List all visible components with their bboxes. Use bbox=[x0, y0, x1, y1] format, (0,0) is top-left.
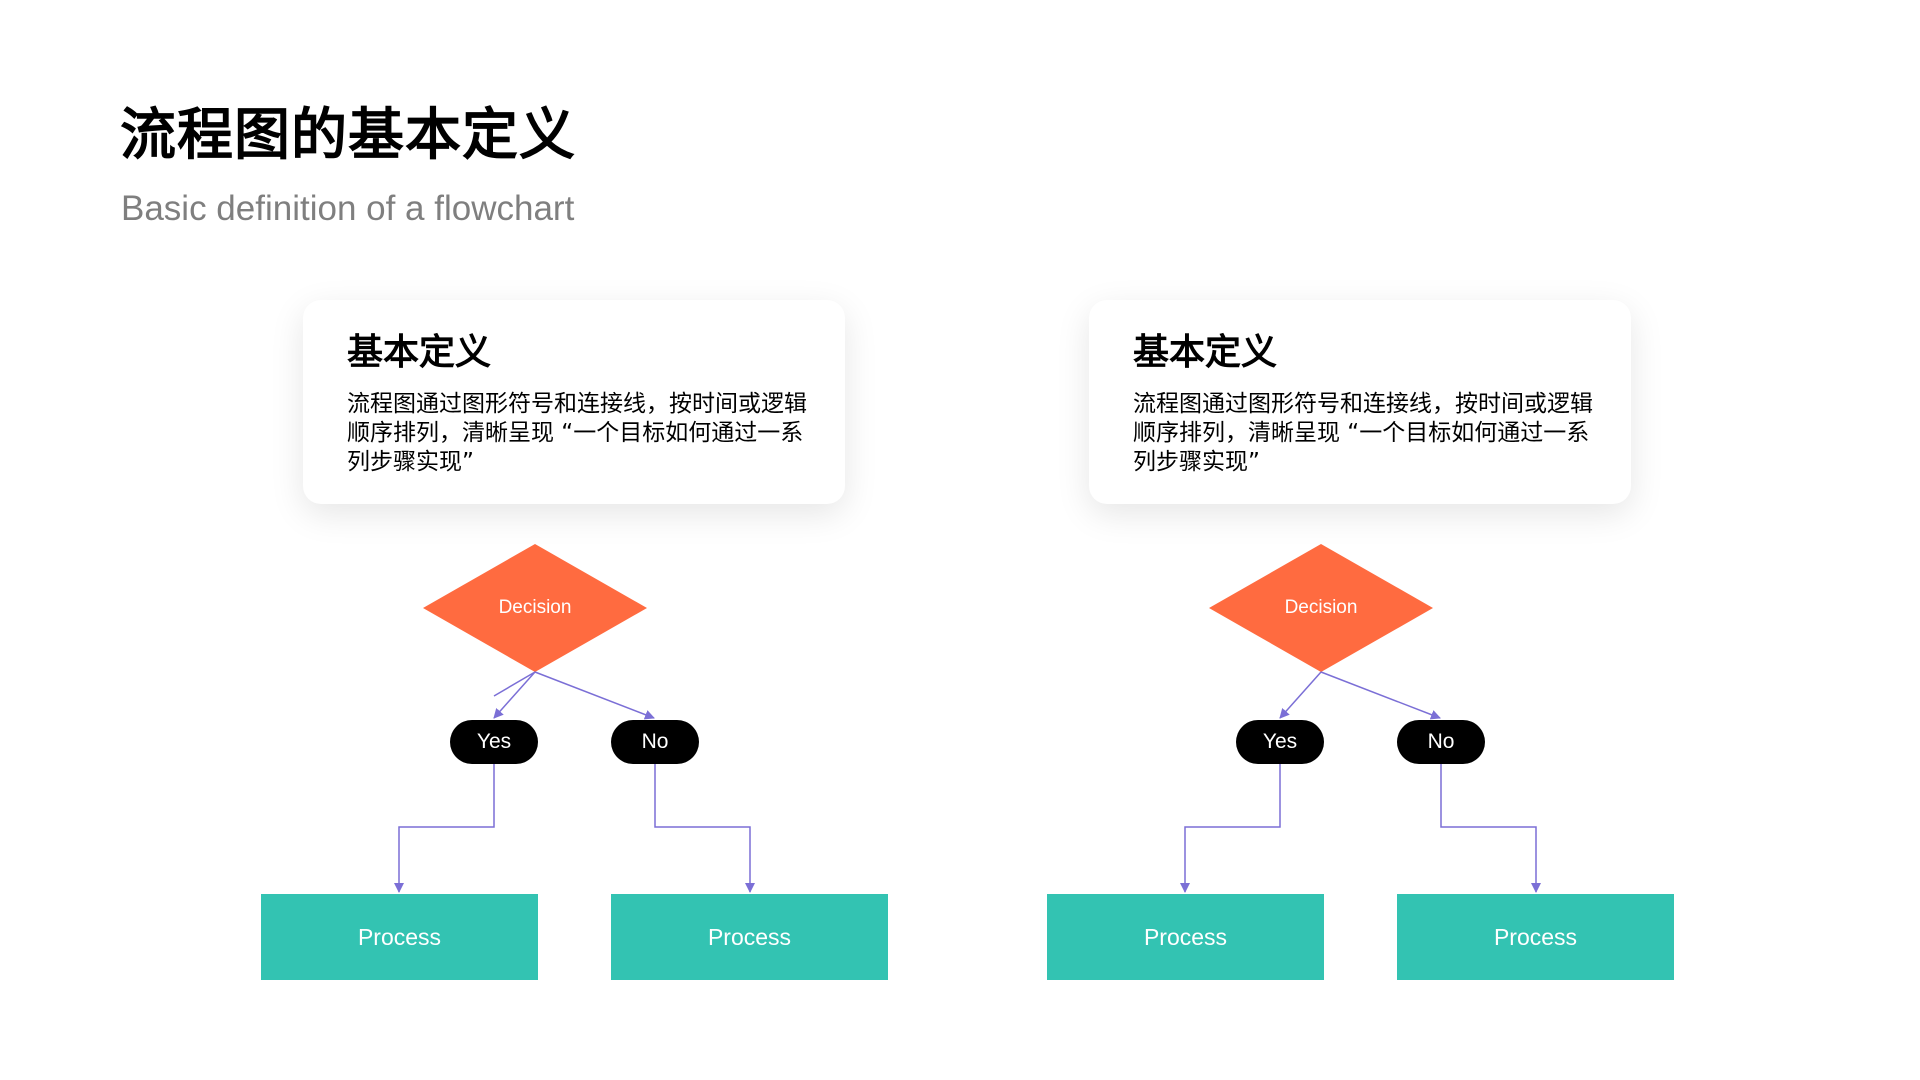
process-box-right: Process bbox=[1397, 894, 1674, 980]
no-pill: No bbox=[611, 720, 699, 764]
connector-decision-to-no-arrow bbox=[534, 671, 655, 720]
definition-card: 基本定义 流程图通过图形符号和连接线，按时间或逻辑顺序排列，清晰呈现 “一个目标… bbox=[1089, 300, 1631, 504]
decision-diamond bbox=[423, 544, 647, 672]
process-box-right: Process bbox=[611, 894, 888, 980]
yes-pill: Yes bbox=[450, 720, 538, 764]
flowchart-diagram bbox=[1180, 544, 1541, 893]
process-box-left: Process bbox=[1047, 894, 1324, 980]
connector-decision-to-yes-arrow bbox=[493, 671, 536, 719]
flowchart-panel-left: 基本定义 流程图通过图形符号和连接线，按时间或逻辑顺序排列，清晰呈现 “一个目标… bbox=[250, 300, 890, 1000]
flowchart-panel-right: 基本定义 流程图通过图形符号和连接线，按时间或逻辑顺序排列，清晰呈现 “一个目标… bbox=[1036, 300, 1676, 1000]
yes-pill: Yes bbox=[1236, 720, 1324, 764]
decision-diamond bbox=[1209, 544, 1433, 672]
card-body-text: 流程图通过图形符号和连接线，按时间或逻辑顺序排列，清晰呈现 “一个目标如何通过一… bbox=[347, 391, 807, 475]
process-box-left: Process bbox=[261, 894, 538, 980]
connector-yes-to-process bbox=[394, 764, 495, 893]
page-title: 流程图的基本定义 bbox=[120, 103, 576, 168]
decision-label: Decision bbox=[498, 597, 572, 618]
connector-no-to-process bbox=[1440, 764, 1541, 893]
connector-no-to-process bbox=[654, 764, 755, 893]
definition-card: 基本定义 流程图通过图形符号和连接线，按时间或逻辑顺序排列，清晰呈现 “一个目标… bbox=[303, 300, 845, 504]
connector-decision-to-yes-arrow bbox=[1279, 671, 1322, 719]
decision-label: Decision bbox=[1284, 597, 1358, 618]
no-pill: No bbox=[1397, 720, 1485, 764]
connector-yes-to-process bbox=[1180, 764, 1281, 893]
card-heading: 基本定义 bbox=[1133, 332, 1278, 373]
connector-decision-to-no-arrow bbox=[1320, 671, 1441, 720]
card-body-text: 流程图通过图形符号和连接线，按时间或逻辑顺序排列，清晰呈现 “一个目标如何通过一… bbox=[1133, 391, 1593, 475]
card-heading: 基本定义 bbox=[347, 332, 492, 373]
connector-decision-to-yes bbox=[493, 671, 536, 697]
page-subtitle: Basic definition of a flowchart bbox=[121, 189, 575, 228]
flowchart-diagram bbox=[394, 544, 755, 893]
